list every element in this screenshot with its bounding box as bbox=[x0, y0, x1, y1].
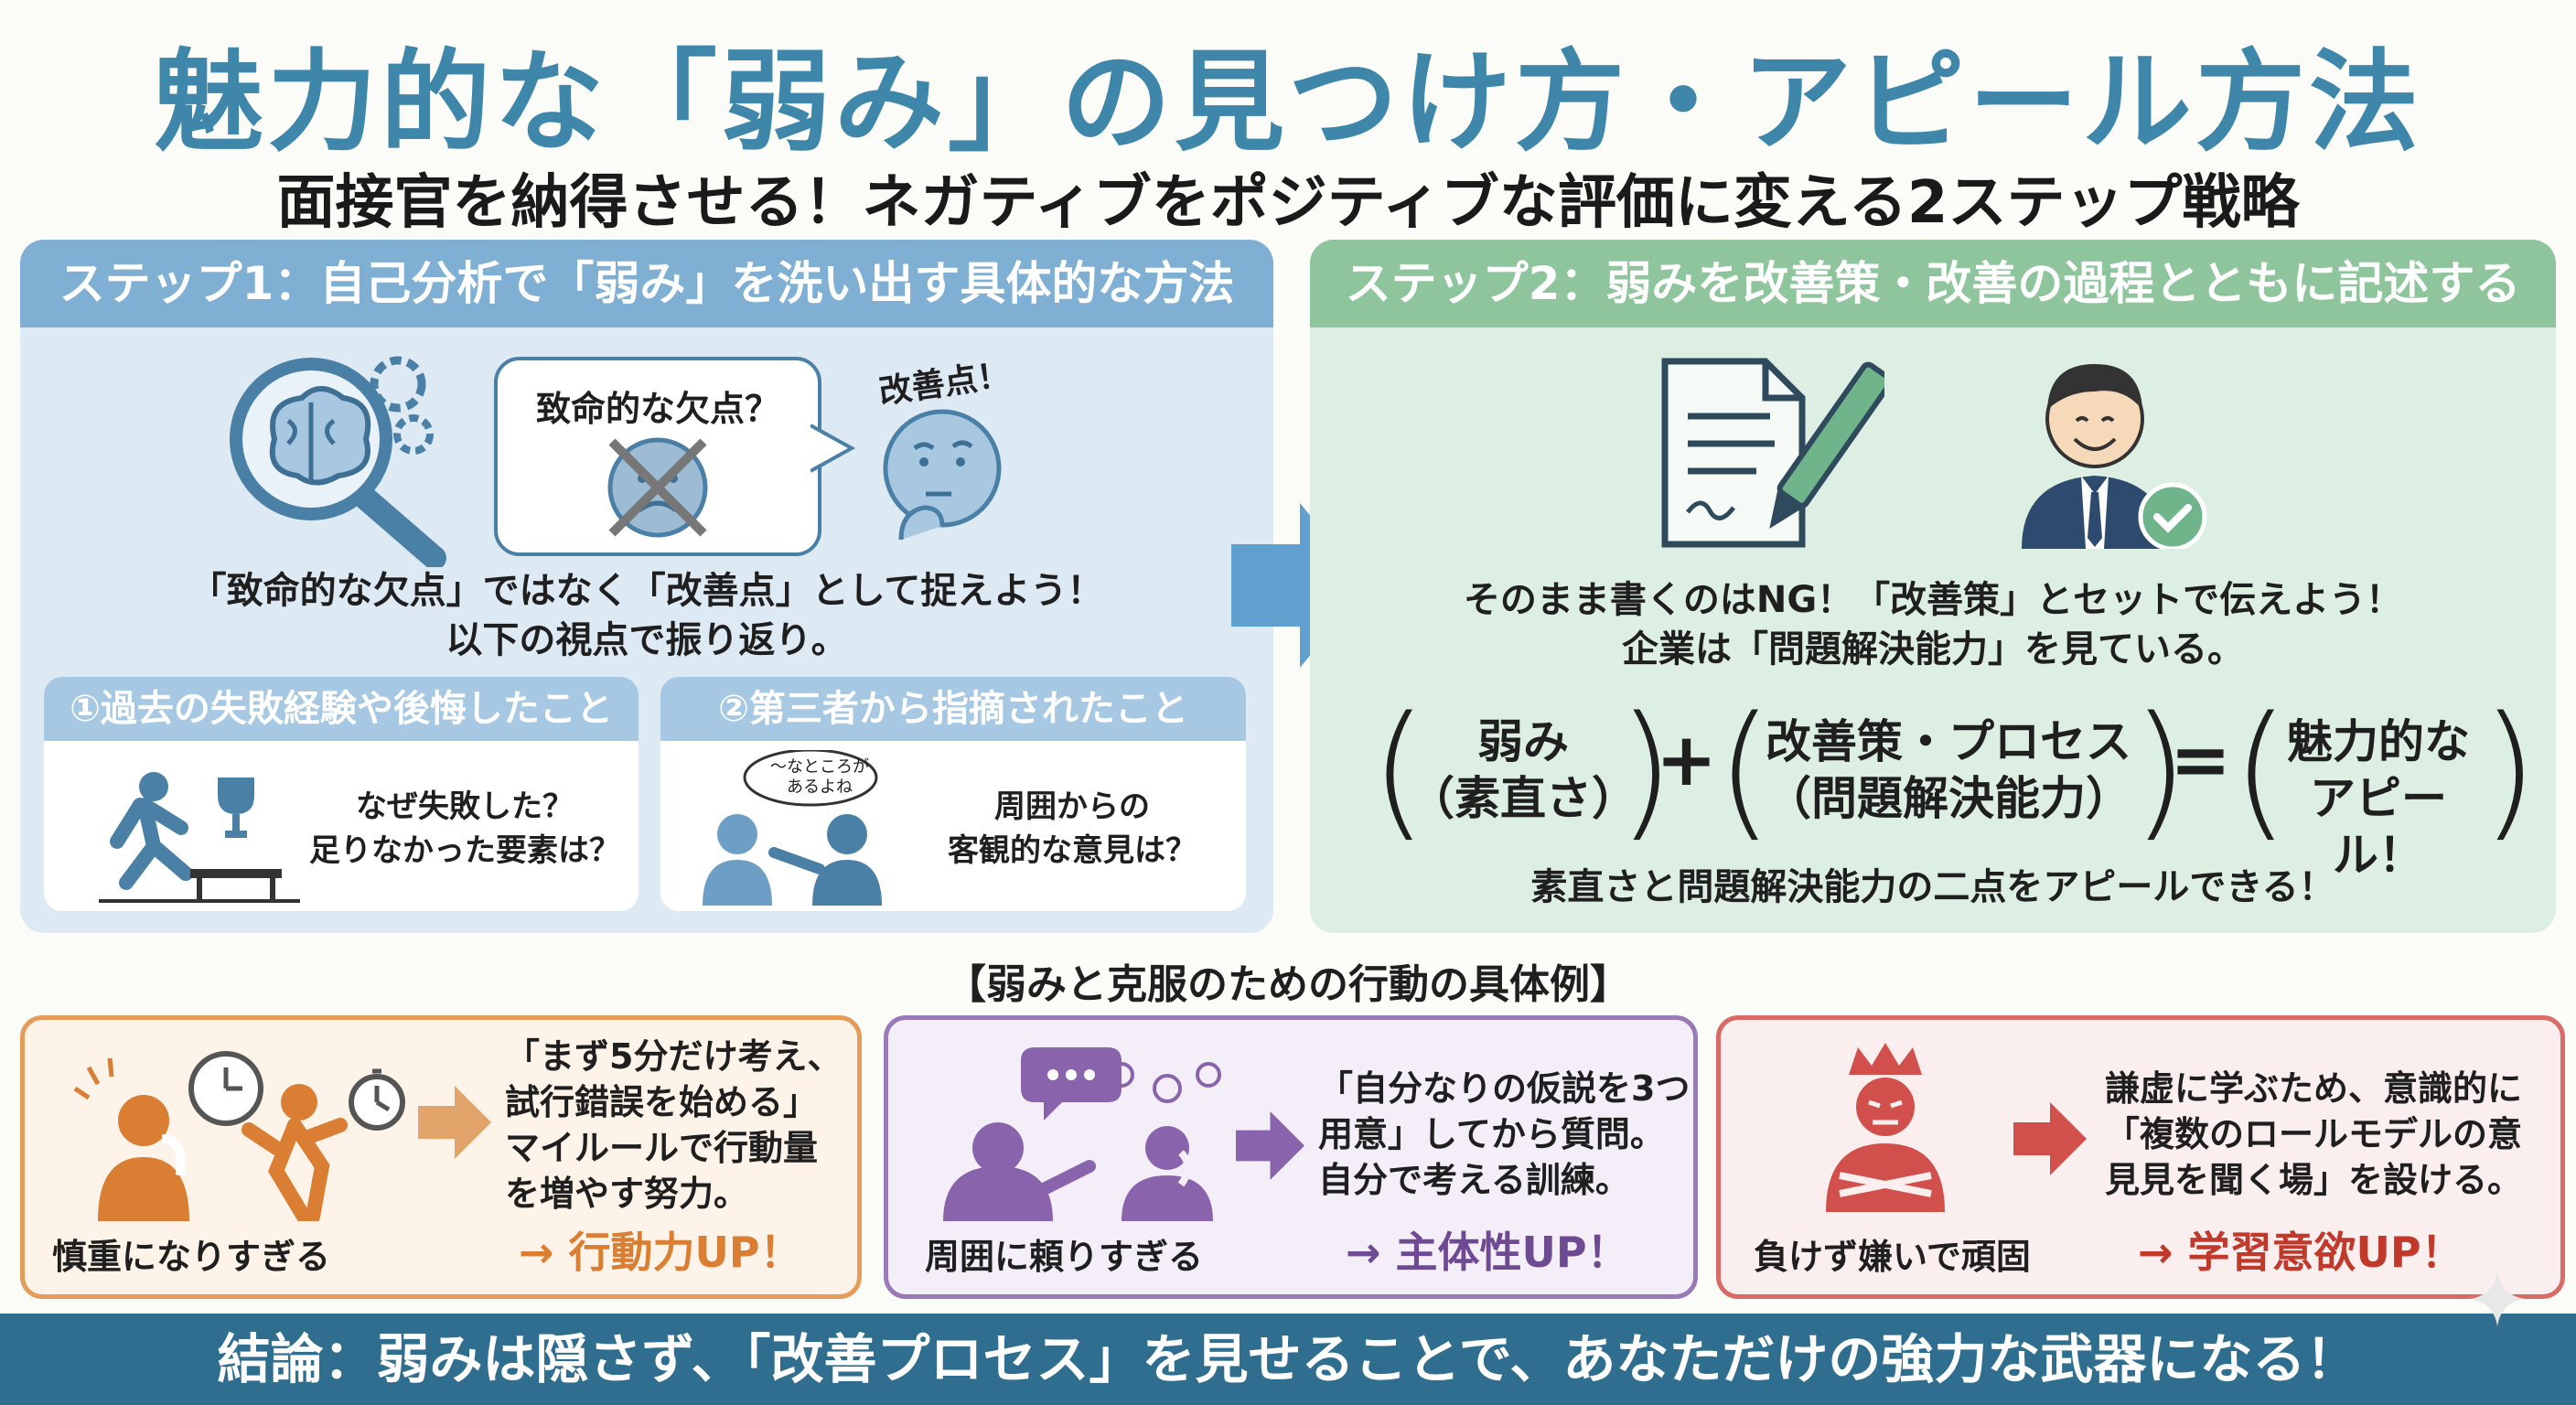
bracket-a-left: ( bbox=[1370, 684, 1428, 855]
eq-result: 魅力的な アピール！ bbox=[2269, 713, 2488, 884]
stubborn-crowned-person-icon bbox=[1826, 1043, 1945, 1212]
past-failure-line2: 足りなかった要素は？ bbox=[309, 832, 620, 869]
example-2-result: → 主体性UP！ bbox=[1346, 1228, 1629, 1277]
businessman-check-icon bbox=[2022, 364, 2207, 549]
arrow-right-icon bbox=[2013, 1102, 2087, 1175]
speech-line2: あるよね bbox=[787, 778, 853, 797]
example-3-text-line3: 見見を聞く場」を設ける。 bbox=[2105, 1160, 2523, 1200]
page-title: 魅力的な「弱み」の見つけ方・アピール方法 bbox=[154, 39, 2422, 166]
eq-result-line1: 魅力的な bbox=[2287, 715, 2470, 768]
step2-panel: ステップ2：弱みを改善策・改善の過程とともに記述する bbox=[1310, 240, 2556, 933]
example-3-result: → 学習意欲UP！ bbox=[2138, 1228, 2463, 1277]
step2-desc-line2: 企業は「問題解決能力」を見ている。 bbox=[1622, 628, 2244, 670]
example-2-text: 「自分なりの仮説を3つ 用意」してから質問。 自分で考える訓練。 bbox=[1318, 1066, 1690, 1203]
step2-conclusion: 素直さと問題解決能力の二点をアピールできる！ bbox=[1530, 866, 2335, 908]
eq-plus: + bbox=[1656, 717, 1718, 802]
step1-desc-line1: 「致命的な欠点」ではなく「改善点」として捉えよう！ bbox=[189, 570, 1104, 612]
example-2-text-line2: 用意」してから質問。 bbox=[1318, 1114, 1665, 1154]
example-1-text: 「まず5分だけ考え、 試行錯誤を始める」 マイルールで行動量 を増やす努力。 bbox=[505, 1034, 842, 1217]
past-failure-line1: なぜ失敗した？ bbox=[356, 788, 574, 825]
bubble-text: 致命的な欠点？ bbox=[535, 389, 779, 429]
example-card-dependent: 周囲に頼りすぎる 「自分なりの仮説を3つ 用意」してから質問。 自分で考える訓練… bbox=[884, 1015, 1698, 1299]
document-pen-icon bbox=[1661, 358, 1884, 548]
step1-desc-line2: 以下の視点で振り返り。 bbox=[445, 619, 848, 661]
conclusion-footer: 結論：弱みは隠さず、「改善プロセス」を見せることで、あなただけの強力な武器になる… bbox=[0, 1314, 2576, 1405]
example-3-label: 負けず嫌いで頑固 bbox=[1754, 1237, 2031, 1277]
bracket-b-left: ( bbox=[1716, 684, 1774, 855]
thinking-face-icon bbox=[883, 409, 1002, 541]
example-2-text-line1: 「自分なりの仮説を3つ bbox=[1318, 1068, 1690, 1109]
bracket-c-left: ( bbox=[2232, 684, 2290, 855]
example-1-text-line1: 「まず5分だけ考え、 bbox=[505, 1036, 843, 1077]
example-3-text: 謙虚に学ぶため、意識的に 「複数のロールモデルの意 見見を聞く場」を設ける。 bbox=[2105, 1066, 2522, 1203]
example-card-cautious: 慎重になりすぎる 「まず5分だけ考え、 試行錯誤を始める」 マイルールで行動量 … bbox=[20, 1015, 862, 1299]
page-subtitle: 面接官を納得させる！ネガティブをポジティブな評価に変える2ステップ戦略 bbox=[276, 169, 2300, 237]
arrow-right-icon bbox=[1236, 1111, 1304, 1180]
step2-desc-line1: そのまま書くのはNG！「改善策」とセットで伝えよう！ bbox=[1463, 579, 2403, 621]
dependent-people-idea-icon bbox=[943, 1047, 1221, 1221]
example-2-text-line3: 自分で考える訓練。 bbox=[1318, 1160, 1630, 1200]
magnifier-brain-icon bbox=[230, 356, 446, 567]
past-failure-header: ①過去の失敗経験や後悔したこと bbox=[44, 677, 639, 741]
step2-header: ステップ2：弱みを改善策・改善の過程とともに記述する bbox=[1310, 240, 2556, 327]
crossed-sad-face-icon bbox=[607, 437, 708, 538]
stumbling-person-icon bbox=[99, 772, 300, 903]
example-1-text-line3: マイルールで行動量 bbox=[505, 1128, 819, 1168]
step1-header: ステップ1：自己分析で「弱み」を洗い出す具体的な方法 bbox=[20, 240, 1273, 327]
third-party-card: ②第三者から指摘されたこと 〜なところが あるよね 周囲からの 客観的な意見は？ bbox=[660, 677, 1246, 911]
eq-improvement-line2: （問題解決能力） bbox=[1766, 772, 2131, 825]
third-party-line2: 客観的な意見は？ bbox=[948, 832, 1197, 869]
examples-title: 【弱みと克服のための行動の具体例】 bbox=[946, 961, 1630, 1008]
arrow-right-icon bbox=[418, 1086, 491, 1159]
example-1-text-line2: 試行錯誤を始める」 bbox=[505, 1082, 819, 1122]
eq-weakness: 弱み （素直さ） bbox=[1409, 713, 1637, 827]
fatal-flaw-bubble: 致命的な欠点？ bbox=[494, 357, 821, 556]
cautious-person-clock-icon bbox=[73, 1051, 405, 1221]
eq-result-line2: アピール！ bbox=[2310, 772, 2447, 882]
example-1-label: 慎重になりすぎる bbox=[52, 1237, 331, 1277]
eq-equals: = bbox=[2170, 717, 2232, 802]
bracket-b-right: ) bbox=[2131, 684, 2189, 855]
bracket-a-right: ) bbox=[1617, 684, 1675, 855]
example-1-result: → 行動力UP！ bbox=[519, 1228, 802, 1277]
example-card-stubborn: 負けず嫌いで頑固 謙虚に学ぶため、意識的に 「複数のロールモデルの意 見見を聞く… bbox=[1716, 1015, 2565, 1299]
speech-line1: 〜なところが bbox=[770, 757, 869, 777]
third-party-line1: 周囲からの bbox=[994, 788, 1150, 825]
example-3-text-line1: 謙虚に学ぶため、意識的に bbox=[2105, 1068, 2523, 1109]
example-3-text-line2: 「複数のロールモデルの意 bbox=[2105, 1114, 2523, 1154]
sparkle-icon bbox=[2470, 1271, 2525, 1326]
eq-weakness-line1: 弱み bbox=[1477, 715, 1569, 768]
third-party-header: ②第三者から指摘されたこと bbox=[660, 677, 1246, 741]
example-1-text-line4: を増やす努力。 bbox=[505, 1174, 749, 1214]
example-2-label: 周囲に頼りすぎる bbox=[925, 1237, 1204, 1277]
pointing-people-icon bbox=[703, 750, 882, 906]
eq-weakness-line2: （素直さ） bbox=[1409, 772, 1637, 825]
bubble-tail bbox=[810, 424, 856, 473]
eq-improvement-line1: 改善策・プロセス bbox=[1766, 715, 2131, 768]
past-failure-card: ①過去の失敗経験や後悔したこと なぜ失敗した？ 足りなかった要素は？ bbox=[44, 677, 639, 911]
eq-improvement: 改善策・プロセス （問題解決能力） bbox=[1756, 713, 2141, 827]
bracket-c-right: ) bbox=[2481, 684, 2538, 855]
